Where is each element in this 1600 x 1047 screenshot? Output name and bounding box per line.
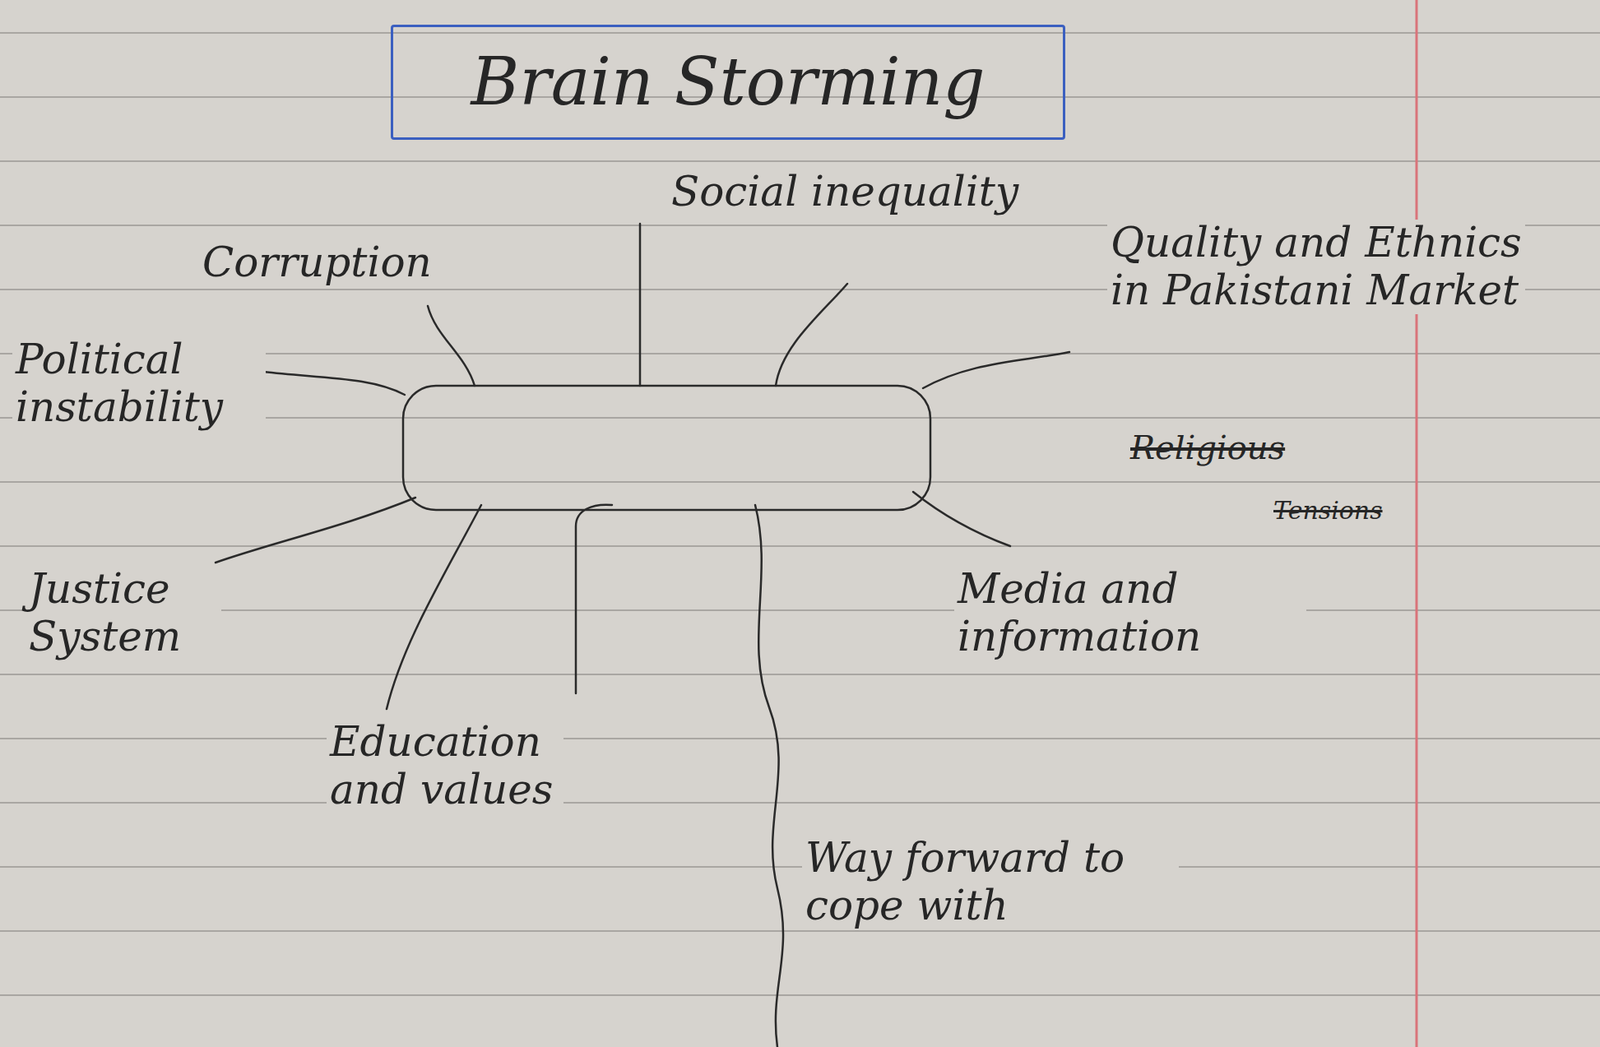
struck-note: Tensions (1270, 496, 1387, 526)
branch-label: Social inequality (667, 168, 1022, 217)
branch-line (755, 505, 784, 1047)
title-box: Brain Storming (390, 24, 1066, 140)
central-box (403, 385, 931, 511)
branch-label: Quality and Ethnics in Pakistani Market (1107, 219, 1526, 315)
branch-line (263, 371, 405, 395)
branch-line (922, 352, 1070, 389)
branch-label: Justice System (25, 565, 222, 661)
branch-label: Corruption (199, 239, 436, 288)
struck-note: Religious (1126, 428, 1289, 467)
branch-line (775, 283, 848, 386)
branch-line (386, 505, 482, 710)
branch-label: Way forward to cope with (802, 834, 1179, 930)
branch-line (575, 505, 613, 694)
branch-label: Education and values (326, 718, 564, 814)
branch-line (639, 223, 642, 386)
ruled-lines (0, 32, 1600, 996)
title-text: Brain Storming (468, 44, 989, 121)
branch-line (913, 491, 1011, 547)
branch-label: Political instability (12, 336, 266, 432)
margin-line (1415, 0, 1419, 1047)
branch-line (215, 497, 416, 563)
branch-line (427, 306, 475, 386)
branch-label: Media and information (954, 565, 1307, 661)
